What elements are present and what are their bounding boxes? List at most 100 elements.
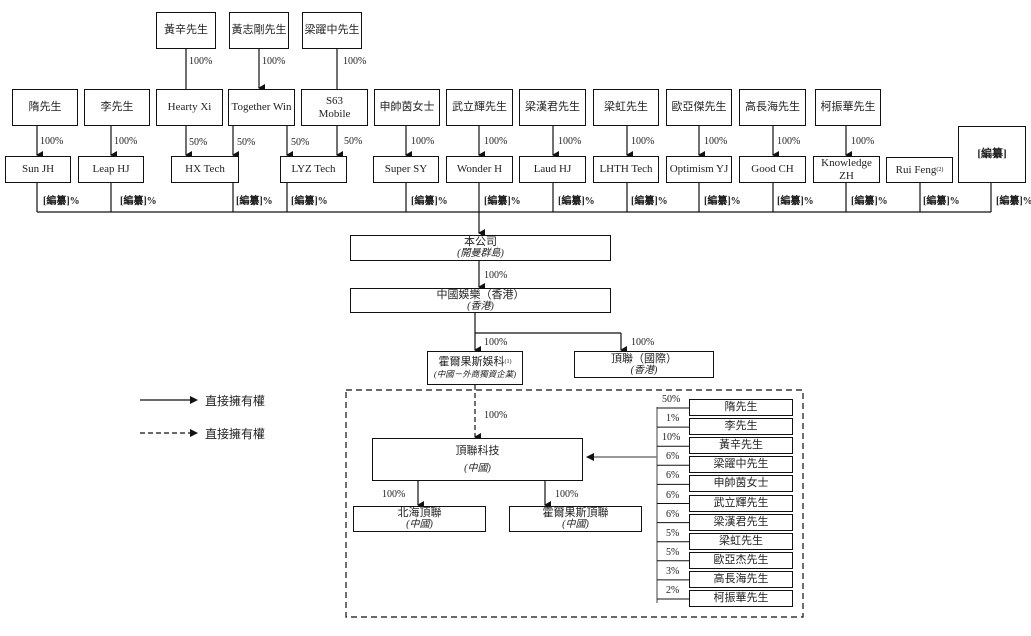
redacted-pct-label: [編纂]% [923,196,960,207]
pct-label: 100% [704,136,728,147]
pct-label: 100% [343,56,367,67]
vie-holder-name: 黃辛先生 [719,439,763,452]
pct-label: 50% [237,137,256,148]
redacted-text: [編纂] [977,148,1007,160]
pct-label: 100% [484,270,508,281]
entity-name: 頂聯科技 [455,444,500,457]
holding-entity-box: Wonder H [446,156,513,183]
entity-jurisdiction: (中國) [562,519,589,530]
vie-holder-pct: 6% [666,451,680,463]
shareholder-name: Together Win [231,101,292,113]
dinglian-intl-box: 頂聯（國際） (香港) [574,351,714,378]
pct-label: 100% [558,136,582,147]
pct-label: 50% [344,136,363,147]
vie-holder-pct: 3% [666,565,680,577]
company-jurisdiction: (開曼群島) [457,248,504,259]
pct-label: 100% [411,136,435,147]
pct-label: 50% [189,137,208,148]
owner-name: 梁躍中先生 [304,24,360,36]
shareholder-name: Mobile [318,107,351,120]
shareholder-box: 柯振華先生 [815,89,881,126]
shareholder-box: 武立輝先生 [446,89,513,126]
redacted-pct-label: [編纂]% [558,196,595,207]
shareholder-box: Together Win [228,89,295,126]
vie-holder-pct: 2% [666,585,680,596]
shareholder-name: 李先生 [100,101,134,113]
pct-label: 100% [484,337,508,348]
entity-name: HX Tech [185,163,225,175]
horgos-entertainment-box: 霍爾果斯娛科(1) (中國－外商獨資企業) [427,351,523,385]
legend-solid-label: 直接擁有權 [205,394,266,408]
pct-label: 100% [40,136,64,147]
entity-name: 霍爾果斯頂聯 [542,507,609,519]
entity-name: Good CH [751,163,794,175]
legend-dashed-label: 直接擁有權 [205,427,266,441]
shareholder-box: 高長海先生 [739,89,806,126]
vie-holder-name: 高長海先生 [713,572,769,585]
redacted-pct-label: [編纂]% [484,196,521,207]
owner-box-huang-xin: 黃辛先生 [156,12,216,49]
shareholder-box: 梁虹先生 [593,89,659,126]
shareholder-name: 梁虹先生 [604,101,648,113]
shareholder-box: 申帥茵女士 [374,89,440,126]
entity-jurisdiction: (中國) [464,462,491,474]
vie-holder-pct: 10% [662,432,681,444]
vie-holder-name: 李先生 [724,420,758,433]
vie-holder-name: 武立輝先生 [713,496,769,509]
vie-holder-name: 申帥茵女士 [713,477,769,490]
vie-holder-name: 柯振華先生 [713,592,769,604]
vie-holder-box: 隋先生 [689,399,793,416]
redacted-pct-label: [編纂]% [120,196,157,207]
owner-box-liang-yuezhong: 梁躍中先生 [302,12,362,49]
entity-name: 中國娛樂（香港） [436,288,525,301]
redacted-pct-label: [編纂]% [996,196,1031,207]
vie-holder-pct: 1% [666,413,680,425]
vie-holder-pct: 6% [666,508,680,520]
vie-holder-pct: 5% [666,546,680,558]
entity-name: Knowledge ZH [821,156,872,182]
redacted-pct-label: [編纂]% [43,196,80,207]
entity-jurisdiction: (香港) [630,364,658,376]
vie-holder-name: 梁虹先生 [719,534,763,547]
vie-holder-box: 李先生 [689,418,793,436]
vie-holder-name: 歐亞杰先生 [713,553,769,566]
holding-entity-box: Rui Feng(2) [886,157,953,183]
vie-holder-box: 高長海先生 [689,570,793,588]
holding-entity-box: Laud HJ [519,156,586,183]
entity-name: Super SY [384,163,428,175]
vie-holder-name: 隋先生 [724,401,758,413]
horgos-dinglian-box: 霍爾果斯頂聯 (中國) [509,506,642,532]
shareholder-name: 梁漢君先生 [525,101,580,113]
pct-label: 100% [114,136,138,147]
pct-label: 100% [484,410,508,421]
redacted-pct-label: [編纂]% [704,196,741,207]
pct-label: 100% [484,136,508,147]
entity-name: LHTH Tech [599,163,653,175]
entity-name: LYZ Tech [291,163,336,175]
entity-name: Optimism YJ [669,163,729,175]
vie-holder-pct: 50% [662,394,681,405]
pct-label: 100% [851,136,875,147]
entity-name: Leap HJ [92,163,130,175]
shareholder-box: Hearty Xi [156,89,223,126]
china-ent-hk-box: 中國娛樂（香港） (香港) [350,288,611,313]
entity-name: 頂聯（國際） [611,352,677,365]
vie-holder-box: 申帥茵女士 [689,475,793,493]
vie-holder-box: 歐亞杰先生 [689,551,793,569]
entity-jurisdiction: (香港) [467,300,494,312]
holding-entity-box: Sun JH [5,156,71,183]
shareholder-box: 梁漢君先生 [519,89,586,126]
holding-entity-box: Super SY [373,156,439,183]
redacted-pct-label: [編纂]% [411,196,448,207]
holding-entity-box: HX Tech [171,156,239,183]
pct-label: 100% [262,56,286,67]
pct-label: 100% [631,337,655,348]
holding-entity-box: LYZ Tech [280,156,347,183]
holding-entity-box: Leap HJ [78,156,144,183]
vie-holder-pct: 6% [666,489,680,501]
pct-label: 50% [291,137,310,148]
company-name: 本公司 [464,236,497,248]
vie-holder-name: 梁躍中先生 [713,458,769,471]
entity-name: 霍爾果斯娛科(1) [439,356,512,368]
